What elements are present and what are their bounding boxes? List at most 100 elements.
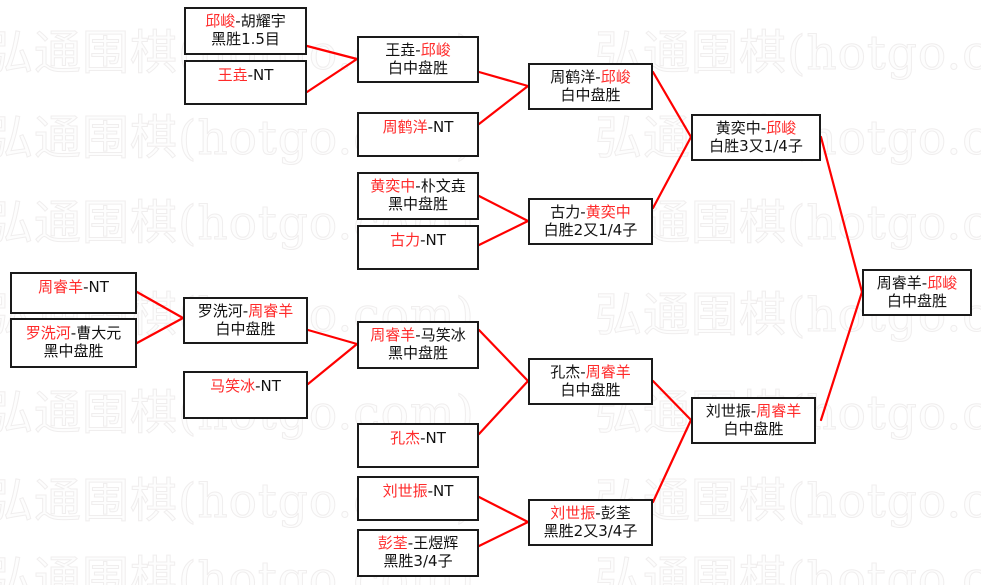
pairing-separator: - xyxy=(750,401,757,420)
pairing-label: 孔杰-NT xyxy=(390,429,446,448)
result-label: 黑胜3/4子 xyxy=(383,552,453,570)
winner-name: 罗洗河 xyxy=(25,324,71,343)
result-label: 白中盘胜 xyxy=(387,58,448,77)
match-node-r1-bot-1[interactable]: 周睿羊-NT xyxy=(10,272,137,314)
pairing-separator: - xyxy=(580,202,586,221)
pairing-label: 王垚-NT xyxy=(218,66,274,85)
pairing-separator: - xyxy=(235,12,241,31)
loser-name: 古力 xyxy=(550,202,581,221)
match-node-r1-top-2[interactable]: 王垚-NT xyxy=(184,60,307,105)
result-label: 黑中盘胜 xyxy=(387,344,448,362)
winner-name: 周睿羊 xyxy=(370,326,416,345)
pairing-separator: - xyxy=(247,66,254,84)
pairing-label: 周睿羊-马笑冰 xyxy=(370,326,466,345)
result-label: 黑胜1.5目 xyxy=(211,30,280,48)
match-node-r1-top-1[interactable]: 邱峻-胡耀宇 黑胜1.5目 xyxy=(184,7,307,55)
pairing-label: 周睿羊-NT xyxy=(38,278,109,297)
connector xyxy=(306,328,359,346)
loser-name: NT xyxy=(433,482,454,500)
loser-name: 黄奕中 xyxy=(715,118,761,137)
pairing-label: 罗洗河-曹大元 xyxy=(25,324,122,343)
loser-name: 刘世振 xyxy=(705,401,751,420)
connector xyxy=(477,379,530,436)
winner-name: 古力 xyxy=(390,231,421,249)
pairing-separator: - xyxy=(415,40,421,59)
winner-name: 黄奕中 xyxy=(370,177,416,196)
winner-name: 周鹤洋 xyxy=(382,118,428,136)
match-node-r2-bot-1[interactable]: 罗洗河-周睿羊 白中盘胜 xyxy=(183,297,308,344)
pairing-separator: - xyxy=(242,301,249,320)
loser-name: 马笑冰 xyxy=(420,326,466,345)
match-node-r2-top-2[interactable]: 古力-黄奕中 白胜2又1/4子 xyxy=(528,198,653,245)
pairing-label: 周睿羊-邱峻 xyxy=(877,273,958,293)
pairing-separator: - xyxy=(427,118,434,136)
result-label: 白胜2又1/4子 xyxy=(543,220,638,239)
match-node-r3-bot-2[interactable]: 孔杰-周睿羊 白中盘胜 xyxy=(528,358,653,405)
pairing-separator: - xyxy=(420,429,426,447)
match-node-final[interactable]: 周睿羊-邱峻 白中盘胜 xyxy=(862,269,972,316)
pairing-separator: - xyxy=(760,118,767,137)
pairing-separator: - xyxy=(595,503,601,522)
connector xyxy=(819,290,864,422)
loser-name: 胡耀宇 xyxy=(240,12,286,31)
winner-name: 马笑冰 xyxy=(210,377,256,395)
connector xyxy=(306,342,359,386)
pairing-separator: - xyxy=(70,324,77,343)
connector xyxy=(135,316,185,345)
loser-name: 朴文垚 xyxy=(420,177,466,196)
pairing-label: 刘世振-周睿羊 xyxy=(705,401,802,421)
result-label: 白中盘胜 xyxy=(215,319,276,338)
match-node-r1-bot-6[interactable]: 彭荃-王煜辉 黑胜3/4子 xyxy=(357,529,479,577)
loser-name: NT xyxy=(425,429,446,447)
match-node-r1-bot-2[interactable]: 罗洗河-曹大元 黑中盘胜 xyxy=(10,318,137,368)
match-node-r1-bot-5[interactable]: 刘世振-NT xyxy=(357,476,479,521)
match-node-r2-bot-2[interactable]: 刘世振-彭荃 黑胜2又3/4子 xyxy=(528,499,653,546)
loser-name: 周鹤洋 xyxy=(550,67,596,86)
result-label: 白中盘胜 xyxy=(560,85,621,104)
result-label: 白中盘胜 xyxy=(723,419,784,438)
connector xyxy=(651,135,693,210)
match-node-r1-bot-3[interactable]: 马笑冰-NT xyxy=(183,371,308,419)
match-node-r3-bot-1[interactable]: 周睿羊-马笑冰 黑中盘胜 xyxy=(357,321,479,369)
connector xyxy=(477,520,530,548)
pairing-label: 孔杰-周睿羊 xyxy=(550,362,631,382)
result-label: 黑中盘胜 xyxy=(387,195,448,213)
connector xyxy=(477,328,530,383)
pairing-label: 周鹤洋-NT xyxy=(382,118,454,137)
match-node-r1-top-3[interactable]: 周鹤洋-NT xyxy=(357,112,479,157)
winner-name: 周睿羊 xyxy=(756,401,802,420)
connector xyxy=(305,57,359,94)
winner-name: 刘世振 xyxy=(382,482,428,500)
match-node-r1-top-4[interactable]: 黄奕中-朴文垚 黑中盘胜 xyxy=(357,172,479,220)
connector xyxy=(135,290,185,320)
pairing-separator: - xyxy=(415,177,421,196)
pairing-separator: - xyxy=(427,482,434,500)
connector xyxy=(477,219,530,247)
match-node-r1-bot-4[interactable]: 孔杰-NT xyxy=(357,423,479,468)
loser-name: 曹大元 xyxy=(76,324,122,343)
connector xyxy=(477,70,530,88)
pairing-separator: - xyxy=(580,362,586,381)
match-node-r4-bot[interactable]: 刘世振-周睿羊 白中盘胜 xyxy=(691,397,816,444)
loser-name: 王煜辉 xyxy=(413,534,459,553)
winner-name: 周睿羊 xyxy=(585,362,631,381)
pairing-label: 刘世振-NT xyxy=(382,482,454,501)
result-label: 白中盘胜 xyxy=(560,380,621,399)
pairing-label: 彭荃-王煜辉 xyxy=(378,534,459,553)
match-node-r1-top-5[interactable]: 古力-NT xyxy=(357,225,479,270)
connector xyxy=(819,135,864,294)
loser-name: NT xyxy=(425,231,446,249)
pairing-label: 黄奕中-朴文垚 xyxy=(370,177,466,196)
pairing-separator: - xyxy=(420,231,426,249)
result-label: 黑中盘胜 xyxy=(43,342,104,360)
pairing-label: 马笑冰-NT xyxy=(210,377,281,396)
pairing-label: 黄奕中-邱峻 xyxy=(715,118,796,138)
loser-name: 罗洗河 xyxy=(197,301,243,320)
winner-name: 邱峻 xyxy=(927,273,958,292)
match-node-r3-top-1[interactable]: 周鹤洋-邱峻 白中盘胜 xyxy=(528,63,653,110)
result-label: 白胜3又1/4子 xyxy=(709,136,803,155)
match-node-r2-top-1[interactable]: 王垚-邱峻 白中盘胜 xyxy=(357,36,479,83)
match-node-r4-top[interactable]: 黄奕中-邱峻 白胜3又1/4子 xyxy=(691,114,821,161)
pairing-label: 古力-黄奕中 xyxy=(550,202,630,222)
